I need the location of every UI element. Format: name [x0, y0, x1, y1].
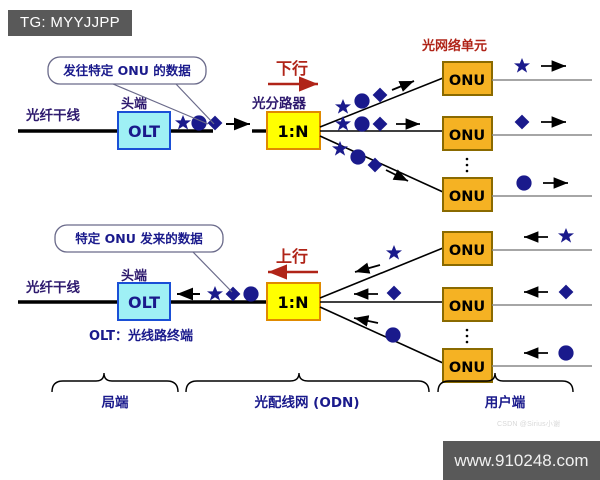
- upstream-callout-bubble: [54, 224, 224, 253]
- downstream-olt-box[interactable]: [117, 111, 171, 150]
- downstream-onu-box-2[interactable]: [442, 116, 493, 151]
- upstream-callout-leader: [192, 251, 233, 293]
- downstream-callout-leader-1: [112, 83, 209, 125]
- upstream-trunk-shapes: [207, 286, 259, 302]
- downstream-olt-label: OLT: [128, 122, 160, 141]
- upstream-trunk-label: 光纤干线: [25, 279, 80, 296]
- downstream-branch-2-shapes: [335, 116, 388, 132]
- upstream-olt-label: OLT: [128, 293, 160, 312]
- downstream-trunk-label: 光纤干线: [25, 107, 80, 124]
- downstream-direction-label: 下行: [276, 59, 308, 78]
- downstream-onu-label-1: ONU: [449, 73, 485, 89]
- upstream-splitter-label: 1:N: [278, 293, 309, 312]
- downstream-onu-box-3[interactable]: [442, 177, 493, 212]
- upstream-branch-1-arrow: [354, 262, 381, 274]
- downstream-trunk-shapes: [175, 115, 223, 131]
- downstream-branch-1-shapes: [335, 87, 388, 114]
- upstream-onu-label-2: ONU: [449, 299, 485, 315]
- downstream-callout-text: 发往特定 ONU 的数据: [62, 63, 191, 78]
- downstream-olt-caption: 头端: [121, 96, 147, 112]
- downstream-branch-1-arrow: [391, 80, 415, 92]
- downstream-splitter-label: 1:N: [278, 122, 309, 141]
- csdn-credit: CSDN @Sirius小谢: [497, 421, 561, 428]
- upstream-ellipsis-icon: [465, 328, 469, 344]
- upstream-onu-inputs: [492, 228, 592, 367]
- upstream-branch-1-shape: [386, 245, 402, 260]
- downstream-branch-3-shapes: [332, 141, 383, 173]
- downstream-onu-label-2: ONU: [449, 128, 485, 144]
- downstream-onu-outputs: [492, 58, 592, 197]
- downstream-onu-caption: 光网络单元: [421, 38, 487, 54]
- downstream-onu-label-3: ONU: [449, 189, 485, 205]
- section-braces: [51, 372, 574, 393]
- upstream-branch-lines: [319, 247, 444, 364]
- overlay-tag: TG: MYYJJPP: [8, 10, 132, 36]
- section-label-1: 局端: [102, 394, 129, 411]
- olt-expansion-label: OLT：光线路终端: [89, 328, 193, 344]
- site-watermark: www.910248.com: [443, 441, 600, 480]
- section-label-2: 光配线网 (ODN): [253, 394, 359, 411]
- upstream-branch-2-shape: [386, 285, 402, 301]
- upstream-splitter-box[interactable]: [266, 282, 321, 321]
- upstream-direction-label: 上行: [276, 247, 308, 266]
- upstream-callout-text: 特定 ONU 发来的数据: [75, 231, 203, 246]
- downstream-splitter-caption: 光分路器: [251, 95, 306, 112]
- upstream-branch-3-shape: [385, 327, 401, 343]
- downstream-onu-box-1[interactable]: [442, 61, 493, 96]
- upstream-onu-label-3: ONU: [449, 360, 485, 376]
- upstream-branch-3-arrow: [353, 315, 379, 327]
- upstream-onu-box-2[interactable]: [442, 287, 493, 322]
- upstream-olt-box[interactable]: [117, 282, 171, 321]
- upstream-olt-caption: 头端: [121, 268, 147, 284]
- upstream-onu-box-1[interactable]: [442, 231, 493, 266]
- section-label-3: 用户端: [485, 394, 526, 411]
- upstream-onu-box-3[interactable]: [442, 348, 493, 383]
- downstream-callout-bubble: [47, 56, 207, 85]
- upstream-onu-label-1: ONU: [449, 243, 485, 259]
- downstream-branch-3-arrow: [385, 169, 409, 182]
- downstream-ellipsis-icon: [465, 157, 469, 173]
- downstream-callout-leader-2: [175, 83, 215, 125]
